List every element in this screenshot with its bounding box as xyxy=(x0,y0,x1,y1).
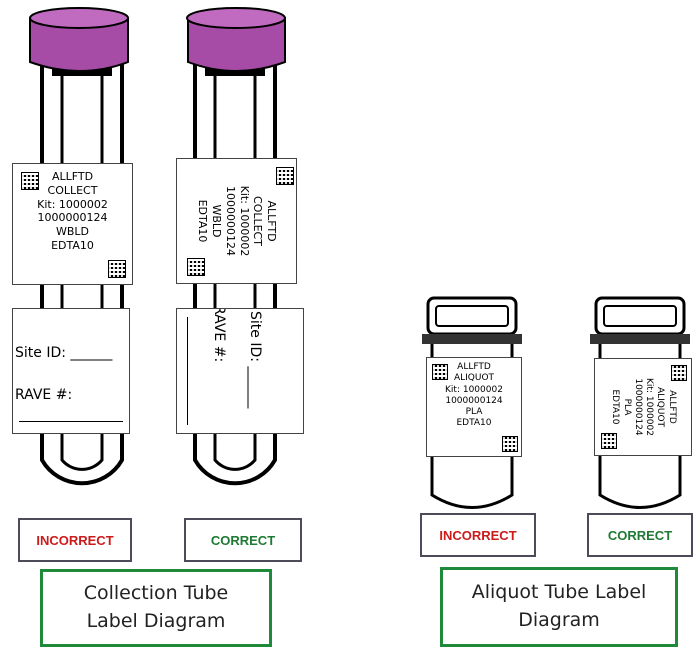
collection-label-correct: ALLFTD COLLECT Kit: 1000002 1000000124 W… xyxy=(176,158,297,284)
site-label-correct: Site ID: ______ RAVE #: xyxy=(176,308,304,434)
label-line: 1000000124 xyxy=(633,378,643,436)
site-id-field: Site ID: ______ xyxy=(247,311,263,409)
label-line: ALLFTD xyxy=(457,362,491,372)
label-line: ALLFTD xyxy=(666,390,677,424)
label-line: COLLECT xyxy=(251,196,265,246)
datamatrix-icon xyxy=(108,260,126,278)
label-line: EDTA10 xyxy=(196,199,210,243)
aliquot-caption: Aliquot Tube Label Diagram xyxy=(440,567,678,647)
label-line: EDTA10 xyxy=(610,389,621,425)
label-line: PLA xyxy=(465,407,483,417)
rave-field: RAVE #: xyxy=(211,308,227,363)
label-line: Kit: 1000002 xyxy=(644,378,655,436)
rave-underline xyxy=(187,317,188,425)
label-line: EDTA10 xyxy=(456,418,492,429)
aliquot-incorrect-badge: INCORRECT xyxy=(420,513,536,557)
aliquot-label-correct: ALLFTD ALIQUOT Kit: 1000002 1000000124 P… xyxy=(594,358,692,456)
caption-line: Aliquot Tube Label xyxy=(471,581,647,604)
rave-field: RAVE #: xyxy=(15,387,73,403)
datamatrix-icon xyxy=(432,364,448,380)
label-line: Kit: 1000002 xyxy=(237,185,251,257)
label-line: EDTA10 xyxy=(51,238,94,252)
label-line: WBLD xyxy=(210,204,224,238)
label-line: ALLFTD xyxy=(51,170,94,183)
collection-incorrect-badge: INCORRECT xyxy=(18,518,132,562)
datamatrix-icon xyxy=(21,172,39,190)
datamatrix-icon xyxy=(276,167,294,185)
label-line: Kit: 1000002 xyxy=(37,197,108,211)
collection-tube-incorrect xyxy=(29,7,129,486)
datamatrix-icon xyxy=(187,258,205,276)
label-line: WBLD xyxy=(55,225,90,238)
rave-underline xyxy=(19,421,123,422)
label-line: ALIQUOT xyxy=(453,373,495,384)
label-line: 1000000124 xyxy=(37,211,108,225)
collection-caption: Collection Tube Label Diagram xyxy=(40,569,272,647)
label-line: COLLECT xyxy=(47,183,98,197)
caption-line: Diagram xyxy=(518,609,600,631)
label-line: PLA xyxy=(621,398,632,416)
collection-label-incorrect: ALLFTD COLLECT Kit: 1000002 1000000124 W… xyxy=(12,163,133,285)
collection-tube-correct xyxy=(186,7,286,486)
label-line: 1000000124 xyxy=(445,395,503,406)
label-line: Kit: 1000002 xyxy=(445,384,503,395)
datamatrix-icon xyxy=(502,436,518,452)
caption-line: Label Diagram xyxy=(86,610,226,632)
label-line: ALLFTD xyxy=(265,200,279,242)
caption-line: Collection Tube xyxy=(83,582,229,605)
site-label-incorrect: Site ID: ______ RAVE #: xyxy=(12,308,130,434)
site-id-field: Site ID: ______ xyxy=(15,345,113,361)
collection-correct-badge: CORRECT xyxy=(184,518,302,562)
datamatrix-icon xyxy=(671,365,687,381)
aliquot-label-incorrect: ALLFTD ALIQUOT Kit: 1000002 1000000124 P… xyxy=(426,357,522,457)
aliquot-correct-badge: CORRECT xyxy=(587,513,693,557)
label-line: 1000000124 xyxy=(224,186,237,256)
datamatrix-icon xyxy=(601,433,617,449)
label-line: ALIQUOT xyxy=(655,386,666,428)
